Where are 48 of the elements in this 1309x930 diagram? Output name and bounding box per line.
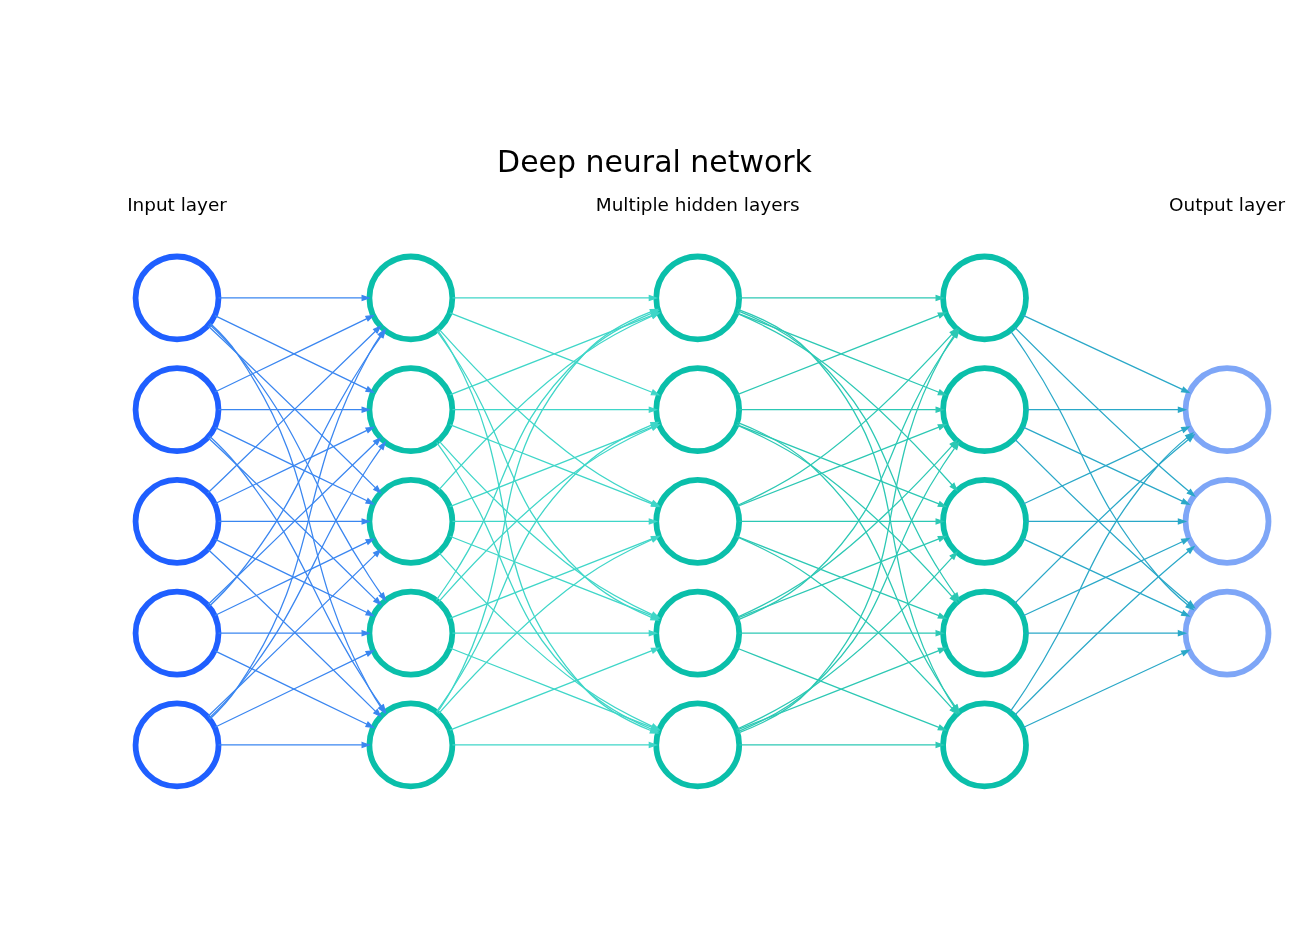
arrow (1022, 649, 1191, 729)
label: Input layer (127, 194, 227, 216)
node-circle (653, 365, 743, 455)
node-circle (132, 588, 222, 678)
arrow (207, 436, 382, 606)
arrow (736, 647, 948, 731)
arrow (217, 518, 371, 525)
node-circle (940, 588, 1029, 678)
arrow (451, 406, 659, 414)
node-circle (940, 253, 1029, 343)
arrow (738, 406, 945, 414)
arrow (217, 629, 371, 637)
arrow (1022, 314, 1191, 394)
arrow (451, 629, 659, 637)
arrow (449, 312, 661, 396)
node-circle (653, 477, 743, 566)
node-circle (132, 477, 222, 566)
arrow (217, 741, 371, 749)
node-circle (132, 700, 222, 790)
arrow (738, 518, 945, 525)
arrow (451, 518, 659, 525)
arrow (738, 629, 945, 637)
node-circle (653, 588, 743, 678)
arrow (736, 535, 948, 619)
label: Multiple hidden layers (595, 194, 800, 216)
arrow (738, 741, 945, 749)
arrow (738, 294, 945, 302)
arrow (736, 312, 948, 396)
diagram-title: Deep neural network (497, 144, 812, 180)
node-circle (653, 253, 743, 343)
arrow (217, 406, 371, 414)
arrow (736, 423, 948, 508)
arrow (451, 294, 659, 302)
node-circle (653, 700, 743, 790)
node-circle (132, 253, 222, 343)
node-circle (132, 365, 222, 455)
label: Output layer (1168, 194, 1286, 216)
arrow (451, 741, 659, 749)
arrow (214, 538, 375, 617)
arrow (207, 548, 382, 718)
node-circle (940, 365, 1029, 455)
arrow (214, 426, 375, 505)
arrow (1025, 406, 1188, 414)
arrow (217, 294, 371, 302)
arrow (1022, 426, 1191, 505)
arrow (1025, 629, 1188, 637)
arrow (1025, 518, 1188, 525)
node-circle (940, 477, 1029, 566)
